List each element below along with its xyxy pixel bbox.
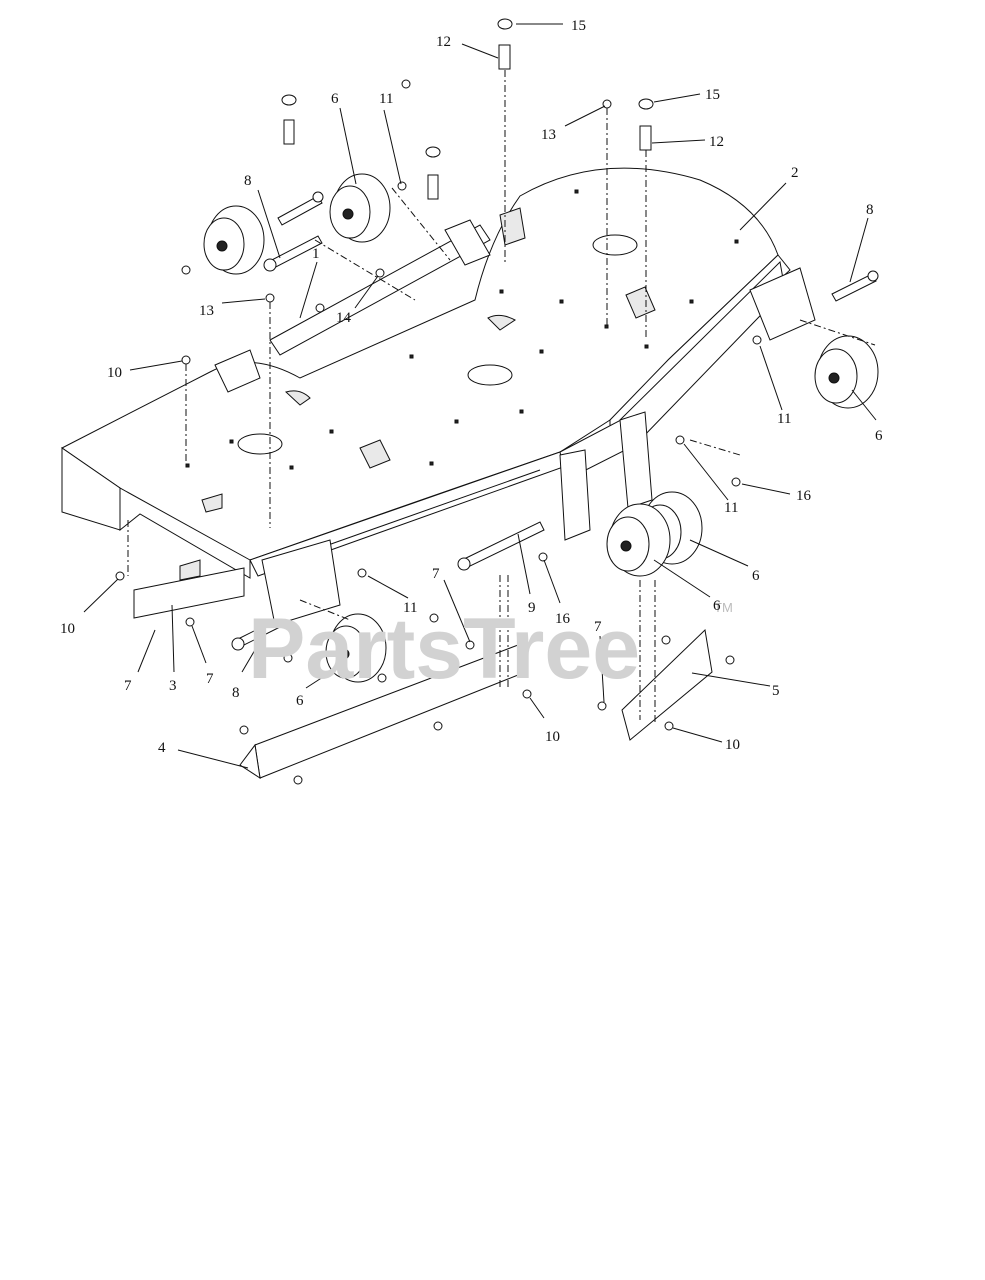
callout-7-b: 7 [206, 671, 214, 687]
callout-10-left: 10 [107, 365, 122, 381]
callout-8-front: 8 [232, 685, 240, 701]
callout-10-front-mid: 10 [545, 729, 560, 745]
callout-6-front-b: 6 [713, 598, 721, 614]
callout-13-left: 13 [199, 303, 214, 319]
anti-scalp-wheel-front-right-b [606, 503, 671, 577]
callout-12-top: 12 [436, 34, 451, 50]
callout-9: 9 [528, 600, 536, 616]
callout-8-right: 8 [866, 202, 874, 218]
rear-hanger-rail [214, 219, 516, 406]
callout-14: 14 [336, 310, 352, 326]
anti-scalp-wheel-rear-left [203, 205, 265, 275]
callout-11-right: 11 [777, 411, 791, 427]
callout-7-c: 7 [432, 566, 440, 582]
callout-4: 4 [158, 740, 166, 756]
callout-10-front-left: 10 [60, 621, 75, 637]
callout-16-right: 16 [796, 488, 812, 504]
leader-lines [83, 23, 877, 769]
callout-3: 3 [169, 678, 177, 694]
baffle-right-part-5 [621, 628, 713, 741]
callout-12-right: 12 [709, 134, 724, 150]
watermark: PartsTree TM [248, 600, 733, 697]
callout-11-mid: 11 [724, 500, 738, 516]
callout-13-top: 13 [541, 127, 556, 143]
callout-10-front-right: 10 [725, 737, 740, 753]
callout-5: 5 [772, 683, 780, 699]
callout-15-top: 15 [571, 18, 586, 34]
callout-11-front: 11 [403, 600, 417, 616]
callout-7-a: 7 [124, 678, 132, 694]
axle-bolts [231, 191, 879, 651]
callout-15-right: 15 [705, 87, 720, 103]
callout-6-front-a: 6 [752, 568, 760, 584]
watermark-tm: TM [714, 600, 733, 615]
callout-6-right: 6 [875, 428, 883, 444]
anti-scalp-wheel-rear-center [329, 173, 391, 243]
assembly-dash-lines [127, 70, 876, 725]
baffle-front-part-4 [239, 644, 519, 780]
spacers-and-caps [281, 18, 654, 200]
baffle-left-part-3 [133, 559, 245, 619]
watermark-text: PartsTree [248, 601, 640, 697]
callout-labels: 15 12 15 12 13 11 6 8 2 8 13 1 14 10 11 … [60, 18, 883, 756]
front-roller-rail [261, 260, 816, 626]
callout-1: 1 [312, 246, 320, 262]
callout-8-left: 8 [244, 173, 252, 189]
callout-2: 2 [791, 165, 799, 181]
callout-11-top: 11 [379, 91, 393, 107]
anti-scalp-wheel-front-left [325, 613, 387, 683]
anti-scalp-wheel-right [814, 335, 879, 409]
callout-6-front-left: 6 [296, 693, 304, 709]
callout-16-front: 16 [555, 611, 571, 627]
callout-7-d: 7 [594, 619, 602, 635]
callout-6-top: 6 [331, 91, 339, 107]
